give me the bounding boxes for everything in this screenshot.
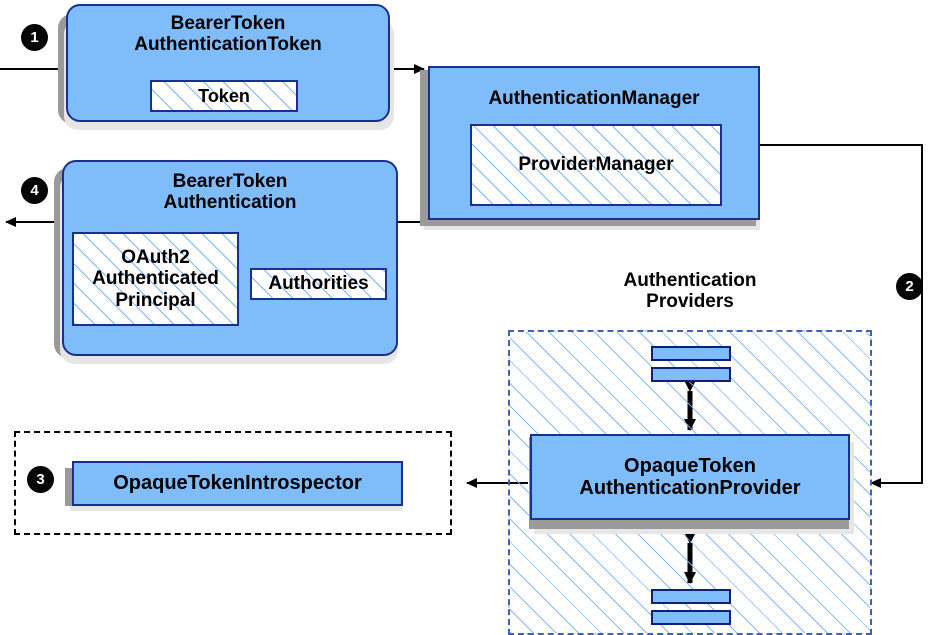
provider-bar-top-1: [651, 346, 731, 361]
authentication-manager-inner-provider-manager: ProviderManager: [470, 124, 722, 206]
bearer-token-authentication-inner-principal: OAuth2 Authenticated Principal: [72, 232, 239, 326]
opaque-token-introspector-container: [14, 431, 452, 535]
authentication-providers-caption: Authentication Providers: [623, 269, 757, 312]
bearer-token-authentication-inner-authorities: Authorities: [250, 268, 387, 300]
badge-4: 4: [22, 178, 47, 203]
provider-bar-bottom-1: [651, 589, 731, 604]
bearer-token-authentication-token-inner-token: Token: [150, 80, 298, 112]
node-opaque-token-authentication-provider[interactable]: [530, 434, 850, 520]
node-opaque-token-introspector[interactable]: [72, 461, 403, 506]
badge-3: 3: [28, 467, 53, 492]
provider-bar-top-2: [651, 367, 731, 382]
provider-bar-bottom-2: [651, 610, 731, 625]
badge-2: 2: [897, 274, 922, 299]
badge-1: 1: [22, 25, 47, 50]
